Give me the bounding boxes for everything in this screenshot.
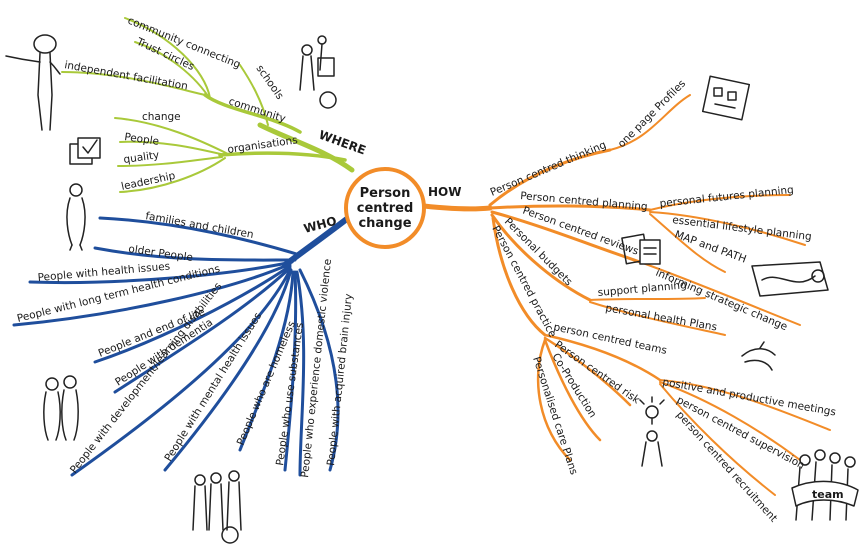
branch-organisations xyxy=(218,151,347,162)
who-item-learning-disabilities: People with development/learning disabil… xyxy=(68,280,224,475)
how-main-branch xyxy=(412,202,493,212)
how-one-page-profiles: one page Profiles xyxy=(616,78,689,151)
branch-risk xyxy=(543,336,632,407)
branch-care-plans xyxy=(536,338,572,462)
branch-domestic-violence xyxy=(295,270,306,477)
wheelchair-group-icon xyxy=(299,35,337,109)
branch-map-path xyxy=(649,213,726,273)
where-branches xyxy=(61,17,355,193)
who-item-families: families and children xyxy=(144,210,254,241)
branch-mental-health xyxy=(163,268,293,472)
hands-icon xyxy=(741,341,776,371)
branch-end-of-life xyxy=(93,264,292,364)
branch-long-term xyxy=(12,262,292,327)
profile-document-icon xyxy=(701,75,751,121)
branch-budgets xyxy=(490,213,592,302)
branch-planning xyxy=(488,204,652,212)
branch-essential-lifestyle xyxy=(649,211,806,246)
how-map-path: MAP and PATH xyxy=(673,229,748,266)
where-people: People xyxy=(124,131,160,148)
branch-support-planning xyxy=(589,297,706,301)
branch-thinking xyxy=(488,148,612,207)
standing-person-icon xyxy=(66,183,86,251)
branch-health-plans xyxy=(589,301,726,336)
how-thinking: Person centred thinking xyxy=(488,139,608,199)
lightbulb-person-icon xyxy=(639,396,665,467)
where-independent-facilitation: independent facilitation xyxy=(63,59,188,93)
branch-schools xyxy=(239,64,269,126)
how-branches xyxy=(412,94,831,496)
branch-people xyxy=(119,140,226,156)
where-main-branch xyxy=(257,122,355,173)
where-quality: quality xyxy=(123,149,160,166)
branch-learning-disabilities xyxy=(70,268,292,477)
branch-supervision xyxy=(659,381,801,461)
review-papers-icon xyxy=(621,233,661,265)
branch-families xyxy=(98,216,302,257)
center-node: Person centred change xyxy=(344,167,426,249)
where-change: change xyxy=(142,111,181,123)
who-branches xyxy=(12,212,355,477)
branch-coproduction xyxy=(543,338,602,442)
center-line-2: centred xyxy=(357,201,414,216)
branch-informing xyxy=(639,261,801,326)
person-pointing-icon xyxy=(5,34,61,131)
branch-reviews xyxy=(490,210,642,264)
branch-quality xyxy=(117,156,223,167)
group-with-wheelchair-icon xyxy=(192,470,242,544)
center-line-3: change xyxy=(358,216,411,231)
branch-trust-circles xyxy=(134,41,209,97)
who-item-brain-injury: People with acquired brain injury xyxy=(325,293,355,466)
how-health-plans: personal health Plans xyxy=(604,302,717,333)
branch-independent-facilitation xyxy=(61,71,206,96)
branch-health-issues xyxy=(28,260,294,285)
branch-older-people xyxy=(93,246,297,262)
heading-how: HOW xyxy=(428,185,461,199)
team-group-icon xyxy=(791,449,859,521)
how-personal-futures: personal futures planning xyxy=(659,184,794,210)
branch-personal-futures xyxy=(649,194,791,211)
path-arrow-icon xyxy=(751,261,829,297)
branch-homeless xyxy=(238,270,295,452)
branch-one-page-profiles xyxy=(609,94,691,151)
branch-dementia xyxy=(113,266,292,394)
branch-community-connecting xyxy=(124,17,211,99)
checklist-icon xyxy=(69,137,101,165)
branch-change xyxy=(114,117,229,155)
pair-of-people-icon xyxy=(43,375,79,441)
branch-leadership xyxy=(119,157,226,193)
team-badge-label: team xyxy=(812,488,844,501)
branch-teams xyxy=(543,333,662,382)
branch-substances xyxy=(283,270,298,472)
how-support-planning: support planning xyxy=(597,279,687,299)
branch-practice xyxy=(491,216,547,337)
branch-recruitment xyxy=(659,383,776,496)
branch-positive-meetings xyxy=(659,379,831,431)
center-line-1: Person xyxy=(360,186,411,201)
branch-brain-injury xyxy=(298,268,340,472)
branch-community xyxy=(203,93,302,134)
